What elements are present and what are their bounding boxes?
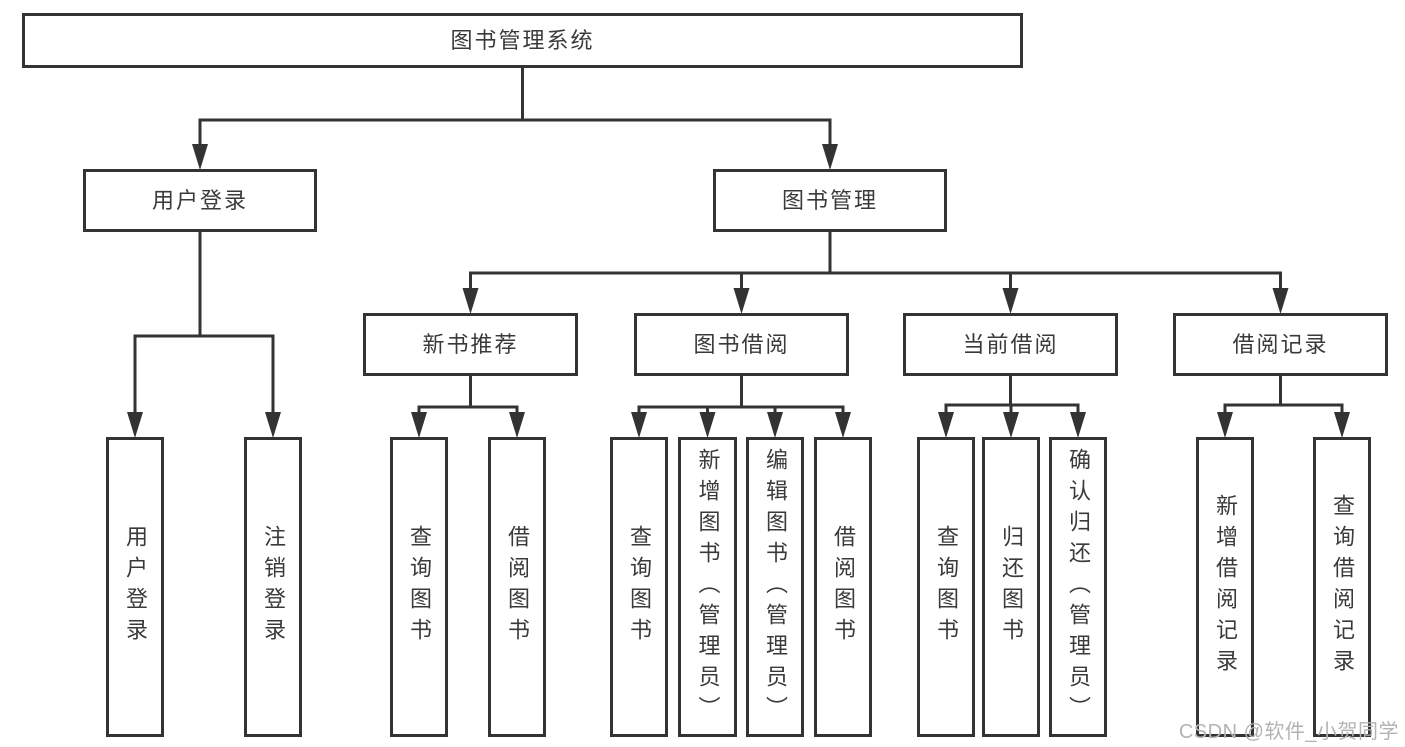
arrowhead-icon: [1217, 412, 1233, 438]
node-current-borrow: 当前借阅: [903, 313, 1118, 376]
node-label: 归还图书: [999, 525, 1024, 649]
arrowhead-icon: [127, 412, 143, 438]
node-nbr-query-books: 查询图书: [390, 437, 448, 737]
node-label: 编辑图书（管理员）: [763, 447, 788, 727]
arrowhead-icon: [265, 412, 281, 438]
node-label: 图书借阅: [693, 331, 790, 357]
node-label: 查询图书: [407, 525, 432, 649]
node-bb-edit-books: 编辑图书（管理员）: [746, 437, 804, 737]
node-nbr-borrow-books: 借阅图书: [488, 437, 546, 737]
arrowhead-icon: [1272, 288, 1289, 314]
node-book-borrow: 图书借阅: [634, 313, 849, 376]
node-leaf-logout: 注销登录: [244, 437, 302, 737]
node-label: 新书推荐: [422, 331, 519, 357]
node-cb-return-books: 归还图书: [982, 437, 1040, 737]
node-label: 查询图书: [934, 525, 959, 649]
node-cb-query-books: 查询图书: [917, 437, 975, 737]
node-label: 查询借阅记录: [1330, 494, 1355, 680]
node-label: 借阅图书: [831, 525, 856, 649]
node-leaf-user-login: 用户登录: [106, 437, 164, 737]
node-label: 图书管理: [781, 187, 878, 213]
node-br-query-record: 查询借阅记录: [1313, 437, 1371, 737]
arrowhead-icon: [631, 412, 647, 438]
node-br-add-record: 新增借阅记录: [1196, 437, 1254, 737]
arrowhead-icon: [1003, 412, 1019, 438]
node-borrow-record: 借阅记录: [1173, 313, 1388, 376]
node-label: 注销登录: [261, 525, 286, 649]
node-root: 图书管理系统: [22, 13, 1023, 68]
arrowhead-icon: [462, 288, 479, 314]
node-label: 新增图书（管理员）: [695, 447, 721, 727]
node-new-book-rec: 新书推荐: [363, 313, 578, 376]
node-user-login: 用户登录: [83, 169, 317, 232]
node-cb-confirm-return: 确认归还（管理员）: [1049, 437, 1107, 737]
arrowhead-icon: [699, 412, 716, 438]
node-label: 查询图书: [627, 525, 652, 649]
node-book-mgmt: 图书管理: [713, 169, 947, 232]
arrowhead-icon: [822, 144, 838, 170]
node-bb-query-books: 查询图书: [610, 437, 668, 737]
arrowhead-icon: [192, 144, 208, 170]
arrowhead-icon: [1070, 412, 1086, 438]
node-label: 借阅图书: [505, 525, 530, 649]
node-label: 借阅记录: [1232, 331, 1329, 357]
node-label: 用户登录: [123, 525, 148, 649]
node-bb-add-books: 新增图书（管理员）: [678, 437, 737, 737]
arrowhead-icon: [767, 412, 783, 438]
node-label: 用户登录: [151, 187, 248, 213]
arrowhead-icon: [1002, 288, 1019, 314]
arrowhead-icon: [509, 412, 525, 438]
node-label: 新增借阅记录: [1213, 494, 1238, 680]
arrowhead-icon: [938, 412, 954, 438]
node-label: 确认归还（管理员）: [1066, 447, 1091, 727]
arrowhead-icon: [733, 288, 750, 314]
arrowhead-icon: [1334, 412, 1350, 438]
arrowhead-icon: [411, 412, 427, 438]
watermark: CSDN @软件_小贺同学: [1178, 721, 1399, 743]
node-label: 图书管理系统: [450, 27, 595, 53]
node-bb-borrow-books: 借阅图书: [814, 437, 872, 737]
node-label: 当前借阅: [962, 331, 1059, 357]
arrowhead-icon: [835, 412, 851, 438]
